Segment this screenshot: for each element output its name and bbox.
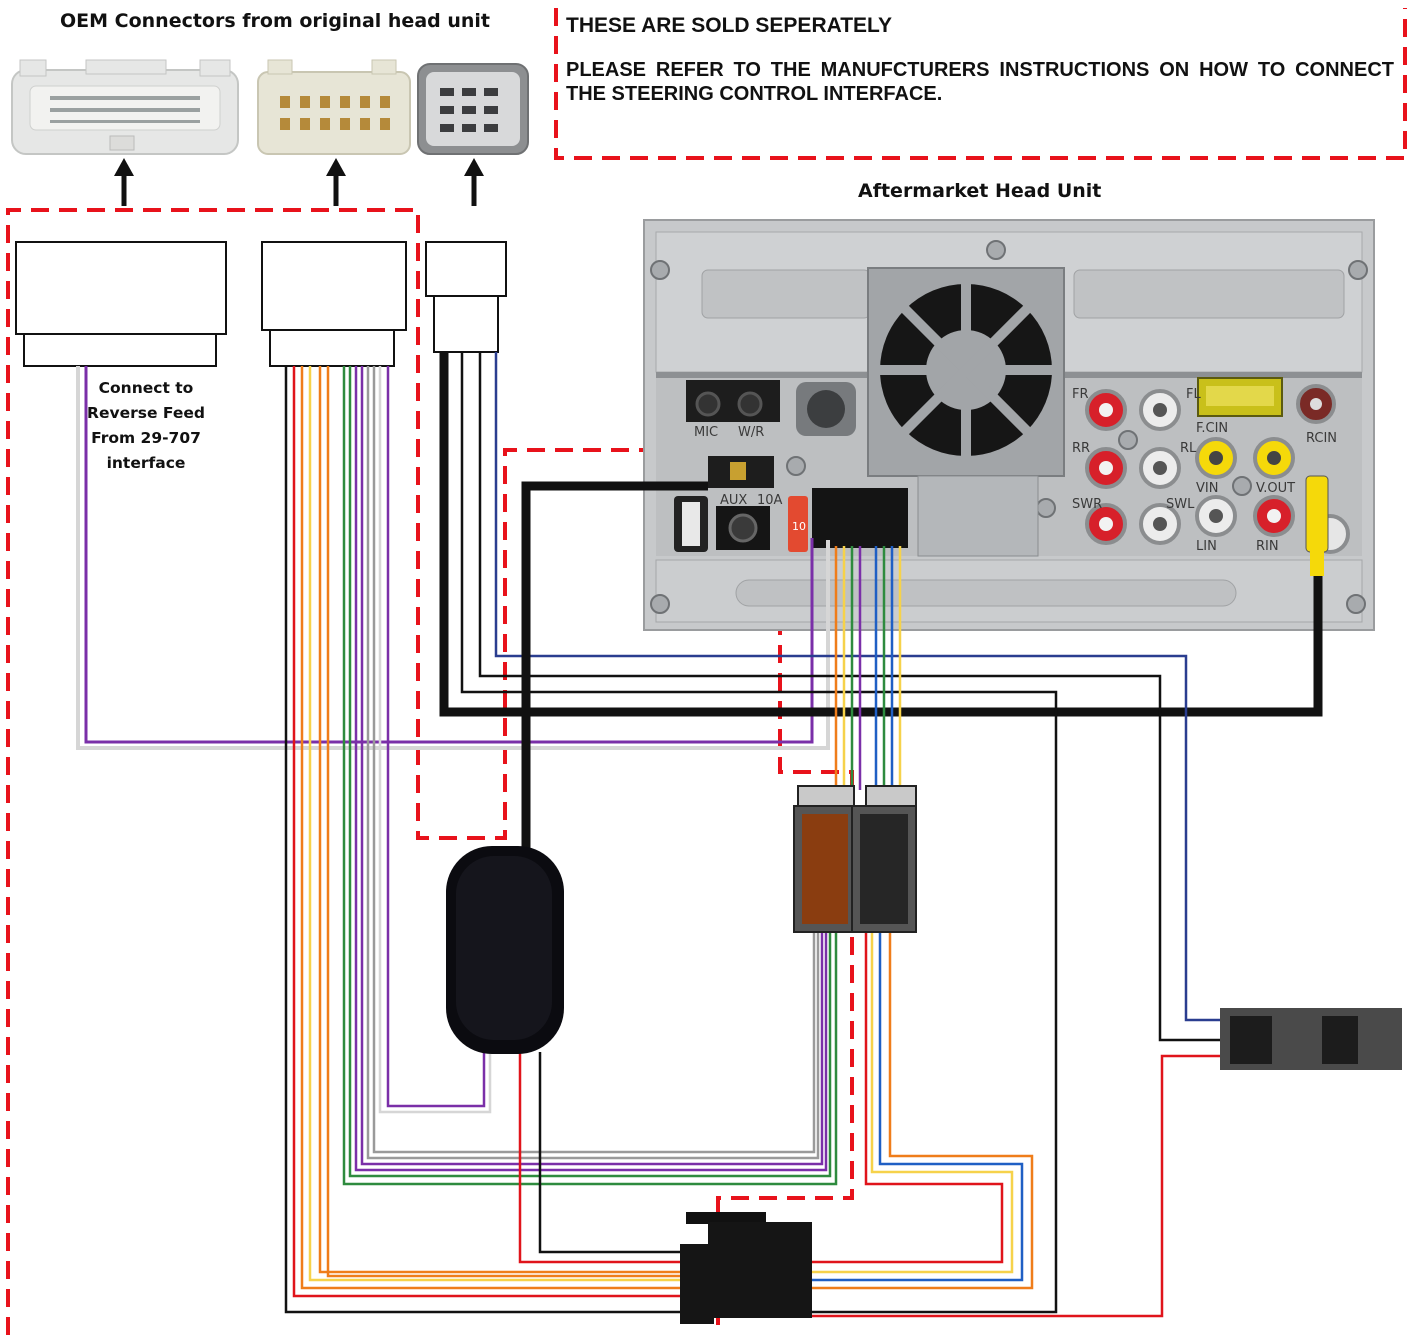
aux-label: AUX [720, 493, 747, 508]
oem-connector-2 [257, 59, 411, 155]
rcin-label: RCIN [1306, 431, 1337, 446]
steering-control-interface [446, 846, 564, 1054]
harness-connectors [15, 241, 507, 367]
rca-jacks [1085, 384, 1350, 554]
oem-harness-outline [6, 208, 854, 1335]
sold-separately-note: PLEASE REFER TO THE MANUFCTURERS INSTRUC… [566, 59, 1394, 105]
wr-label: W/R [738, 425, 764, 440]
sold-separately-outline [554, 8, 1407, 160]
head-unit-port-labels: MIC W/R AUX 10A 10 FR FL RR RL SWR SWL F… [694, 387, 1337, 554]
vout-label: V.OUT [1256, 481, 1295, 496]
bottom-plug [680, 1212, 812, 1324]
fcin-label: F.CIN [1196, 421, 1228, 436]
mic-label: MIC [694, 425, 718, 440]
oem-connector-3 [417, 63, 529, 155]
rin-label: RIN [1256, 539, 1279, 554]
wires [76, 352, 1323, 1318]
oem-connector-1 [11, 59, 239, 155]
fr-label: FR [1072, 387, 1089, 402]
oem-connectors-title: OEM Connectors from original head unit [60, 10, 491, 32]
head-unit-title: Aftermarket Head Unit [858, 180, 1102, 202]
rr-label: RR [1072, 441, 1090, 456]
reverse-feed-note: Connect to Reverse Feed From 29-707 inte… [87, 379, 205, 472]
sold-separately-title: THESE ARE SOLD SEPERATELY [566, 14, 892, 37]
swl-label: SWL [1166, 497, 1195, 512]
fl-label: FL [1186, 387, 1201, 402]
swr-label: SWR [1072, 497, 1102, 512]
fuse-10a-label: 10A [757, 493, 783, 508]
iso-connectors [793, 785, 917, 933]
dashed-outlines [6, 8, 1407, 1335]
camera-relay-box [1220, 1008, 1402, 1070]
fuse-10-label: 10 [792, 520, 806, 533]
brown-iso-connector [802, 814, 848, 924]
harness-connector-2 [261, 241, 407, 331]
rl-label: RL [1180, 441, 1197, 456]
vin-label: VIN [1196, 481, 1218, 496]
lin-label: LIN [1196, 539, 1217, 554]
harness-connector-1 [15, 241, 227, 335]
black-iso-connector [860, 814, 908, 924]
harness-connector-3 [425, 241, 507, 297]
arrow-icon [114, 158, 484, 206]
